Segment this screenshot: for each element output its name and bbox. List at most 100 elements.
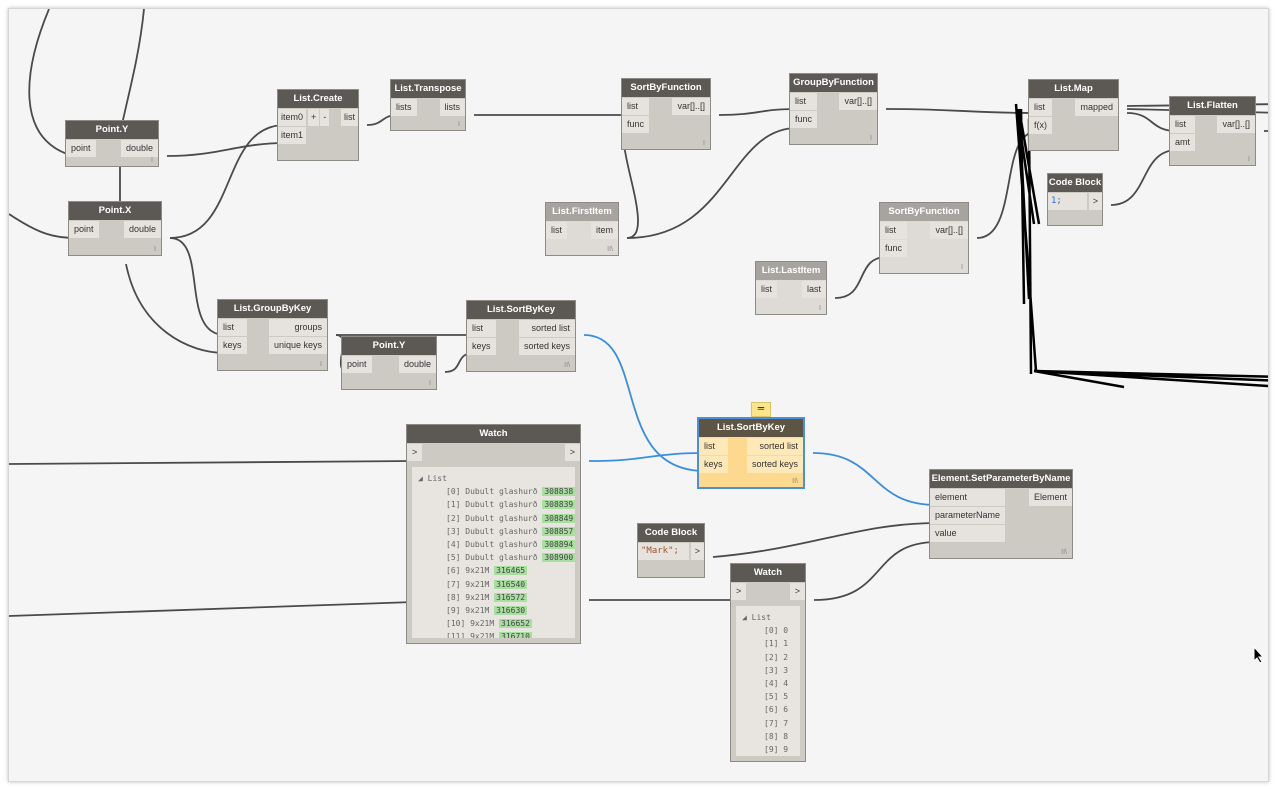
node-title[interactable]: List.Flatten [1170, 97, 1255, 115]
comment-icon[interactable]: ═ [751, 402, 771, 417]
output-port-var[interactable]: var[]..[] [930, 222, 968, 239]
lacing-indicator[interactable]: II\ [607, 246, 613, 253]
input-port-list[interactable]: list [622, 98, 650, 115]
input-port-item0[interactable]: item0 [278, 109, 307, 126]
node-title[interactable]: Point.X [69, 202, 161, 220]
lacing-indicator[interactable]: II\ [1061, 549, 1067, 556]
watch-node-watch1[interactable]: Watch> > ◢ List[0] Dubult glashurð 308838[… [406, 424, 581, 644]
input-port-list[interactable]: list [790, 93, 818, 110]
input-port-lists[interactable]: lists [391, 99, 417, 116]
input-port-amt[interactable]: amt [1170, 134, 1196, 151]
input-port-func[interactable]: func [622, 116, 650, 133]
output-port[interactable]: > [564, 444, 580, 461]
input-port[interactable]: > [407, 444, 423, 461]
output-port[interactable]: > [1088, 193, 1102, 210]
output-port-var[interactable]: var[]..[] [1217, 116, 1255, 133]
output-port-last[interactable]: last [801, 281, 826, 298]
input-port-fx[interactable]: f(x) [1029, 117, 1052, 134]
output-port-sortedkeys[interactable]: sorted keys [518, 338, 575, 355]
node-title[interactable]: List.GroupByKey [218, 300, 327, 318]
lacing-indicator[interactable]: I [1248, 156, 1250, 163]
output-port-double[interactable]: double [120, 140, 158, 157]
input-port-keys[interactable]: keys [699, 456, 728, 473]
node-title[interactable]: List.Transpose [391, 80, 465, 98]
node-title[interactable]: SortByFunction [880, 203, 968, 221]
input-port-list[interactable]: list [218, 319, 247, 336]
output-port-sortedlist[interactable]: sorted list [518, 320, 575, 337]
input-port-func[interactable]: func [880, 240, 908, 257]
node-title[interactable]: List.Map [1029, 80, 1118, 98]
input-port-point[interactable]: point [342, 356, 372, 373]
code-block-code2[interactable]: Code Block"Mark";> [637, 523, 705, 578]
code-editor[interactable]: 1; [1048, 193, 1087, 210]
code-editor[interactable]: "Mark"; [638, 543, 689, 560]
node-title[interactable]: Code Block [638, 524, 704, 542]
output-port-groups[interactable]: groups [268, 319, 327, 336]
input-port-parameterName[interactable]: parameterName [930, 507, 1006, 524]
input-port-item1[interactable]: item1 [278, 127, 307, 144]
node-title[interactable]: List.SortByKey [699, 419, 803, 437]
output-port-double[interactable]: double [398, 356, 436, 373]
input-port-list[interactable]: list [756, 281, 777, 298]
output-port-double[interactable]: double [123, 221, 161, 238]
output-port-sortedkeys[interactable]: sorted keys [746, 456, 803, 473]
output-port-item[interactable]: item [590, 222, 618, 239]
input-port-list[interactable]: list [1029, 99, 1052, 116]
input-port-list[interactable]: list [546, 222, 567, 239]
lacing-indicator[interactable]: II\ [792, 478, 798, 485]
lacing-indicator[interactable]: I [320, 361, 322, 368]
watch-list-root[interactable]: ◢ List [418, 474, 447, 483]
input-port-value[interactable]: value [930, 525, 1006, 542]
node-title[interactable]: List.FirstItem [546, 203, 618, 221]
input-port-list[interactable]: list [467, 320, 496, 337]
lacing-indicator[interactable]: I [154, 246, 156, 253]
output-port-mapped[interactable]: mapped [1075, 99, 1118, 116]
node-title[interactable]: List.LastItem [756, 262, 826, 280]
node-title[interactable]: Watch [407, 425, 580, 443]
output-port-var[interactable]: var[]..[] [839, 93, 877, 110]
input-port-list[interactable]: list [880, 222, 908, 239]
node-title[interactable]: Point.Y [342, 337, 436, 355]
node-title[interactable]: SortByFunction [622, 79, 710, 97]
node-title[interactable]: Point.Y [66, 121, 158, 139]
output-port[interactable]: > [690, 543, 704, 560]
input-port-keys[interactable]: keys [218, 337, 247, 354]
watch-list-root[interactable]: ◢ List [742, 613, 771, 622]
output-port-sortedlist[interactable]: sorted list [746, 438, 803, 455]
lacing-indicator[interactable]: I [703, 140, 705, 147]
lacing-indicator[interactable]: I [429, 380, 431, 387]
node-title[interactable]: List.Create [278, 90, 358, 108]
lacing-indicator[interactable]: I [961, 264, 963, 271]
node-title[interactable]: Code Block [1048, 174, 1102, 192]
input-port-point[interactable]: point [69, 221, 99, 238]
input-port-list[interactable]: list [699, 438, 728, 455]
output-port-lists[interactable]: lists [439, 99, 465, 116]
lacing-indicator[interactable]: II\ [564, 362, 570, 369]
output-port-Element[interactable]: Element [1028, 489, 1072, 506]
lacing-indicator[interactable]: I [458, 121, 460, 128]
watch-output[interactable]: ◢ List[0] 0 [1] 1 [2] 2 [3] 3 [4] 4 [5] … [736, 606, 800, 756]
remove-input-button[interactable]: - [320, 109, 330, 126]
output-port[interactable]: > [789, 583, 805, 600]
output-port-var[interactable]: var[]..[] [672, 98, 710, 115]
watch-output[interactable]: ◢ List[0] Dubult glashurð 308838[1] Dubu… [412, 467, 575, 638]
output-port-uniquekeys[interactable]: unique keys [268, 337, 327, 354]
node-title[interactable]: Element.SetParameterByName [930, 470, 1072, 488]
